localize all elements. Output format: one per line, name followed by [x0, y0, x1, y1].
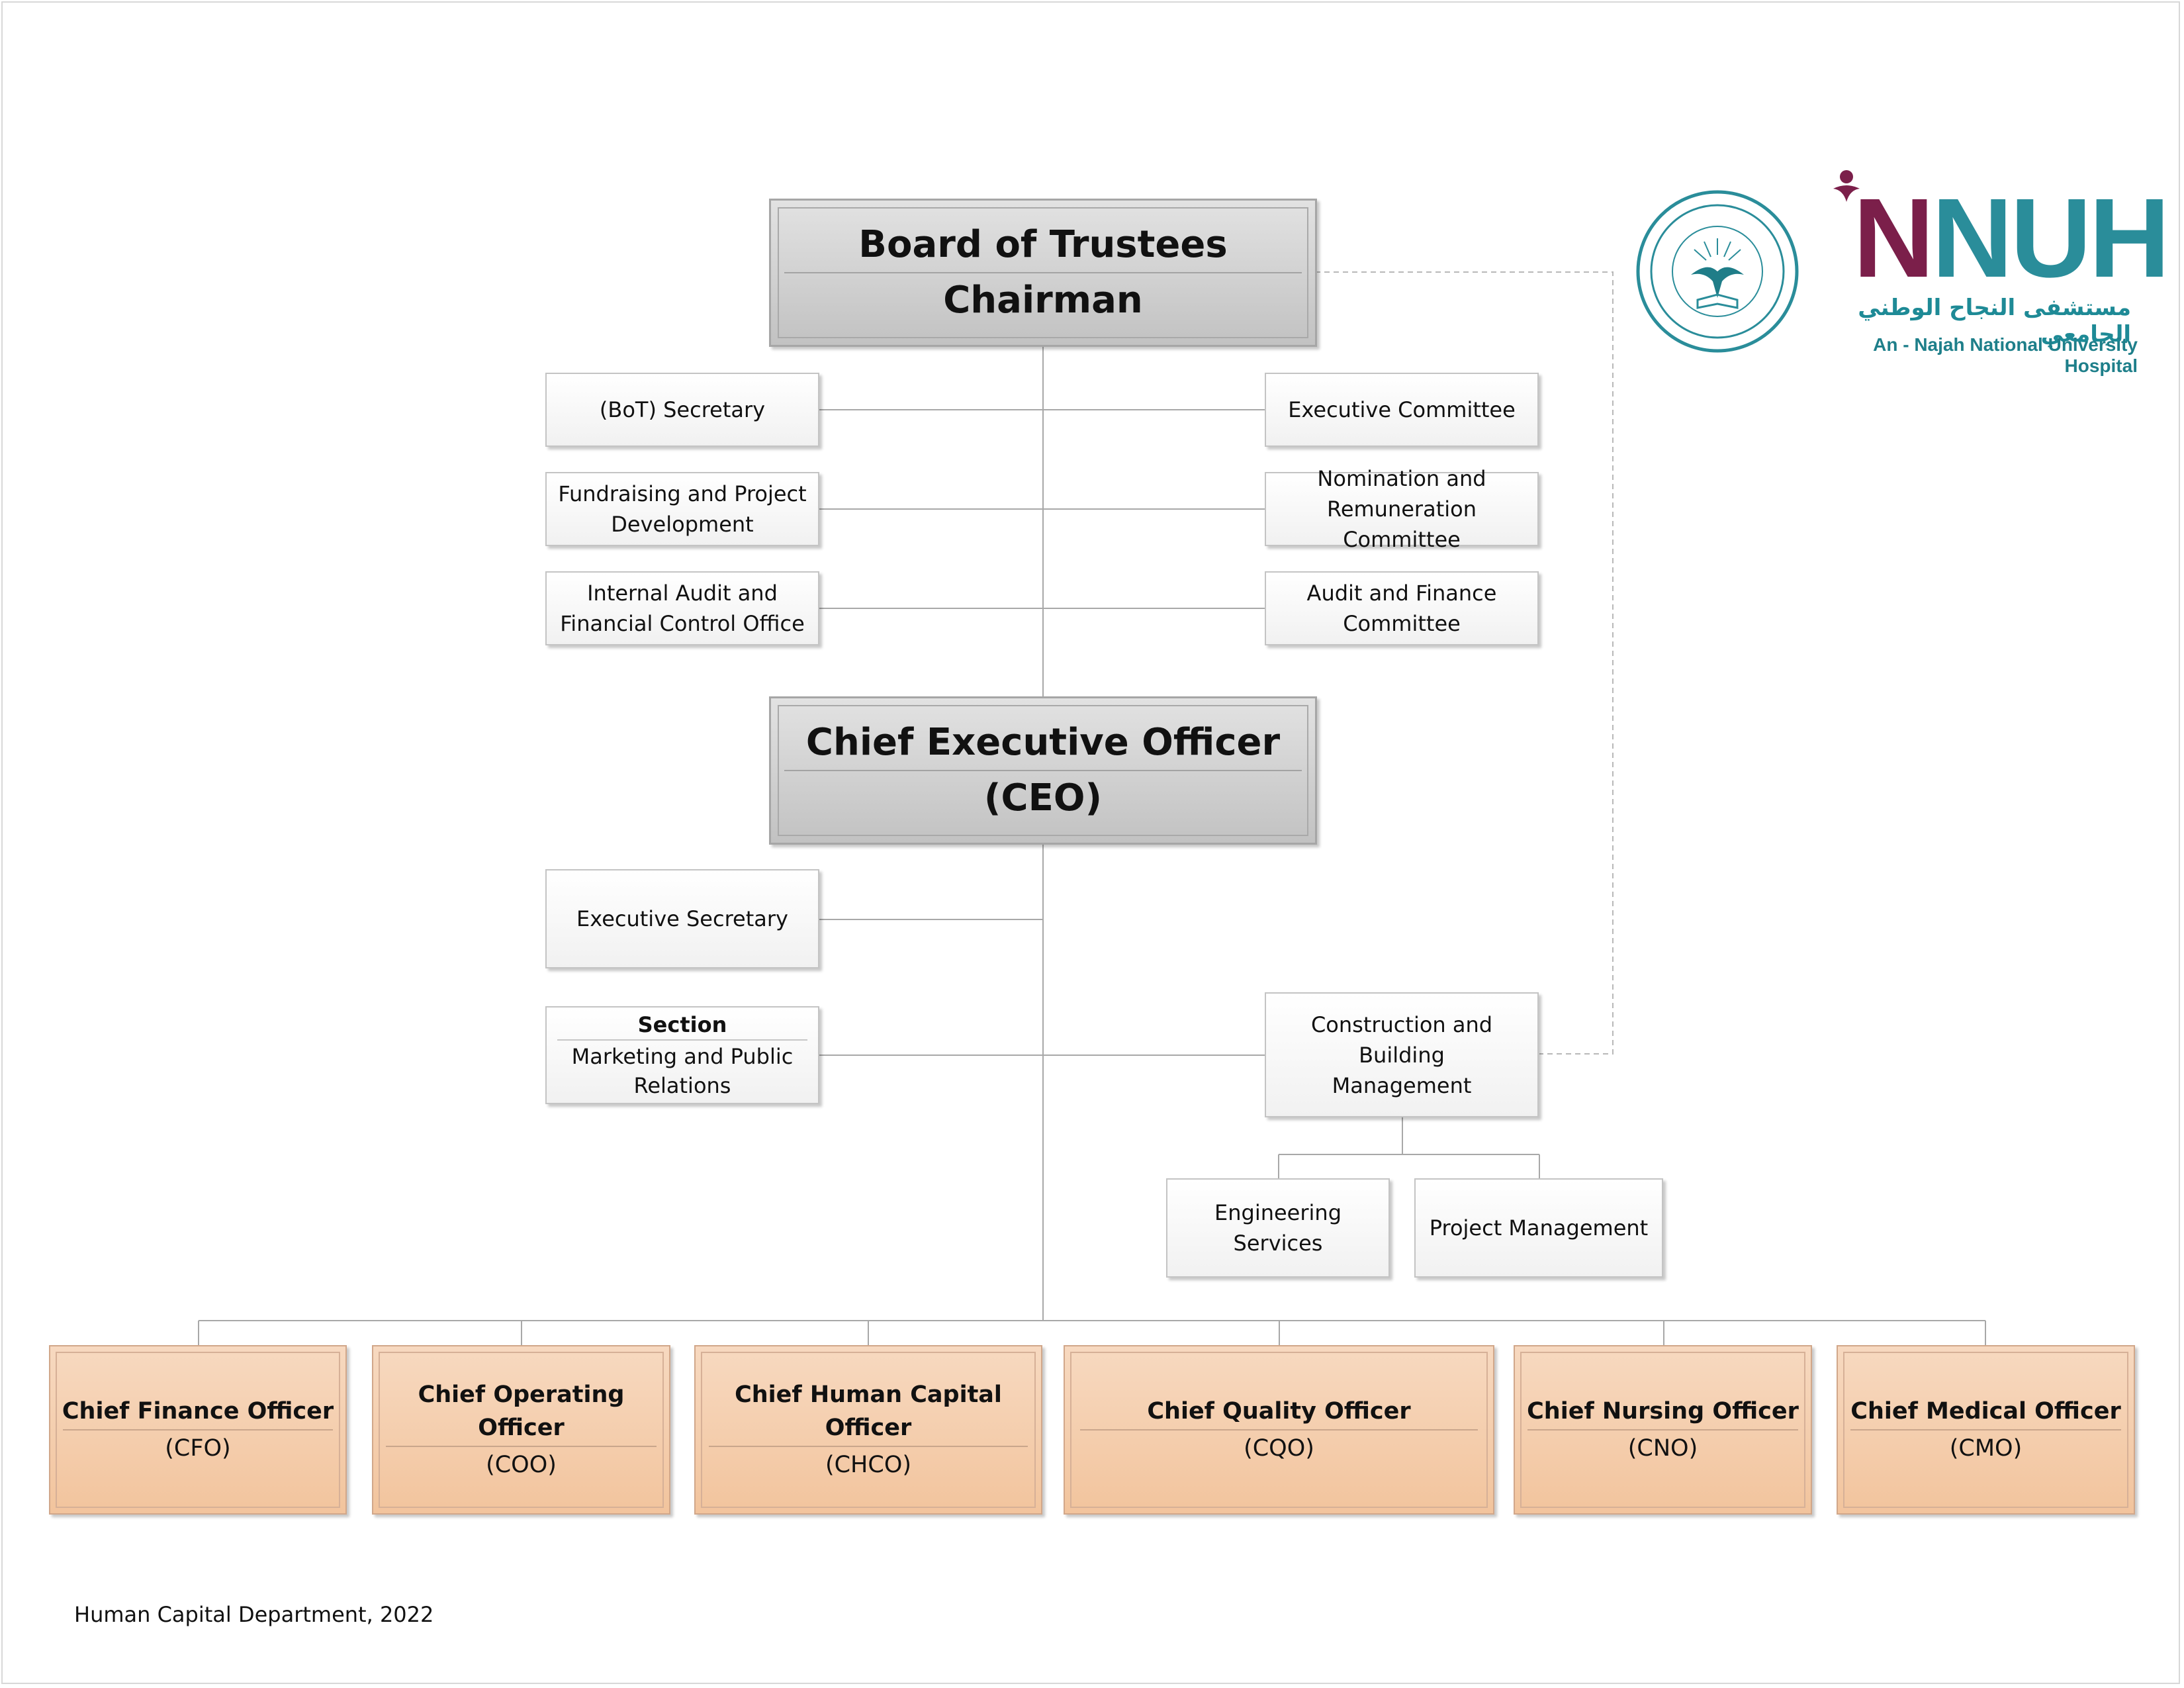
marketing-label-line2: Relations — [633, 1073, 731, 1098]
divider — [784, 272, 1302, 273]
internal-audit-label-line1: Internal Audit and — [587, 581, 778, 606]
nomination-label-line2: Remuneration Committee — [1327, 496, 1477, 552]
officer-title: Chief Medical Officer — [1850, 1398, 2121, 1425]
bot-secretary-box: (BoT) Secretary — [545, 373, 819, 447]
construction-management-box: Construction and Building Management — [1265, 992, 1539, 1117]
board-title: Board of Trustees — [858, 223, 1228, 266]
divider — [62, 1429, 334, 1430]
divider — [385, 1446, 657, 1447]
ceo-abbr: (CEO) — [983, 776, 1103, 820]
construction-label-line1: Construction and Building — [1310, 1011, 1493, 1068]
board-of-trustees-box: Board of Trustees Chairman — [769, 199, 1317, 347]
logo-acronym-n: N — [1853, 175, 1934, 301]
internal-audit-label-line2: Financial Control Office — [560, 611, 805, 636]
project-management-box: Project Management — [1414, 1178, 1663, 1278]
fundraising-box: Fundraising and Project Development — [545, 472, 819, 546]
logo-acronym-rest: NUH — [1931, 175, 2170, 301]
divider — [784, 770, 1302, 771]
internal-audit-box: Internal Audit and Financial Control Off… — [545, 571, 819, 645]
officer-abbr: (CFO) — [165, 1435, 231, 1462]
engineering-services-box: Engineering Services — [1166, 1178, 1390, 1278]
officer-abbr: (CHCO) — [825, 1452, 912, 1478]
officer-box-cmo: Chief Medical Officer (CMO) — [1837, 1345, 2135, 1515]
officer-box-cfo: Chief Finance Officer (CFO) — [49, 1345, 347, 1515]
divider — [1079, 1429, 1479, 1430]
logo-acronym: NNUH — [1853, 182, 2170, 295]
executive-committee-box: Executive Committee — [1265, 373, 1539, 447]
marketing-label-line1: Marketing and Public — [571, 1044, 794, 1069]
ceo-title: Chief Executive Officer — [805, 721, 1281, 764]
officer-box-cqo: Chief Quality Officer (CQO) — [1064, 1345, 1494, 1515]
audit-finance-label-line2: Committee — [1343, 611, 1461, 636]
nomination-label-line1: Nomination and — [1317, 466, 1486, 491]
person-figure-icon — [1833, 170, 1860, 202]
divider — [1850, 1429, 2122, 1430]
university-seal-icon — [1636, 190, 1799, 353]
executive-secretary-label: Executive Secretary — [576, 906, 788, 931]
divider — [1527, 1429, 1799, 1430]
construction-label-line2: Management — [1332, 1072, 1472, 1098]
board-subtitle: Chairman — [943, 279, 1143, 322]
divider — [557, 1039, 807, 1041]
executive-secretary-box: Executive Secretary — [545, 869, 819, 968]
marketing-section-box: Section Marketing and Public Relations — [545, 1006, 819, 1104]
officer-abbr: (CQO) — [1244, 1435, 1314, 1462]
nomination-committee-box: Nomination and Remuneration Committee — [1265, 466, 1539, 552]
officer-box-coo: Chief Operating Officer (COO) — [372, 1345, 670, 1515]
logo-english-name: An - Najah National University Hospital — [1873, 334, 2138, 376]
officer-abbr: (COO) — [486, 1452, 557, 1478]
executive-committee-label: Executive Committee — [1288, 397, 1516, 422]
audit-finance-label-line1: Audit and Finance — [1306, 581, 1497, 606]
officer-title: Chief Operating Officer — [418, 1382, 625, 1441]
audit-finance-committee-box: Audit and Finance Committee — [1265, 571, 1539, 645]
officer-abbr: (CNO) — [1627, 1435, 1698, 1462]
fundraising-label-line1: Fundraising and Project — [558, 481, 807, 506]
project-management-label: Project Management — [1429, 1215, 1649, 1241]
engineering-services-label: Engineering Services — [1214, 1200, 1342, 1256]
ceo-box: Chief Executive Officer (CEO) — [769, 696, 1317, 845]
bot-secretary-label: (BoT) Secretary — [599, 397, 766, 422]
officer-title: Chief Quality Officer — [1147, 1398, 1411, 1425]
officer-title: Chief Human Capital Officer — [735, 1382, 1002, 1441]
officer-abbr: (CMO) — [1949, 1435, 2023, 1462]
officer-title: Chief Finance Officer — [62, 1398, 334, 1425]
footer-note: Human Capital Department, 2022 — [74, 1602, 434, 1627]
divider — [709, 1446, 1028, 1447]
fundraising-label-line2: Development — [611, 512, 754, 537]
officer-box-chco: Chief Human Capital Officer (CHCO) — [694, 1345, 1042, 1515]
officer-box-cno: Chief Nursing Officer (CNO) — [1514, 1345, 1812, 1515]
logo-arabic-name: مستشفى النجاح الوطني الجامعي — [1858, 295, 2131, 348]
hospital-logo: NNUH مستشفى النجاح الوطني الجامعي An - N… — [1635, 169, 2170, 376]
marketing-section-title: Section — [637, 1012, 727, 1037]
officer-title: Chief Nursing Officer — [1527, 1398, 1799, 1425]
